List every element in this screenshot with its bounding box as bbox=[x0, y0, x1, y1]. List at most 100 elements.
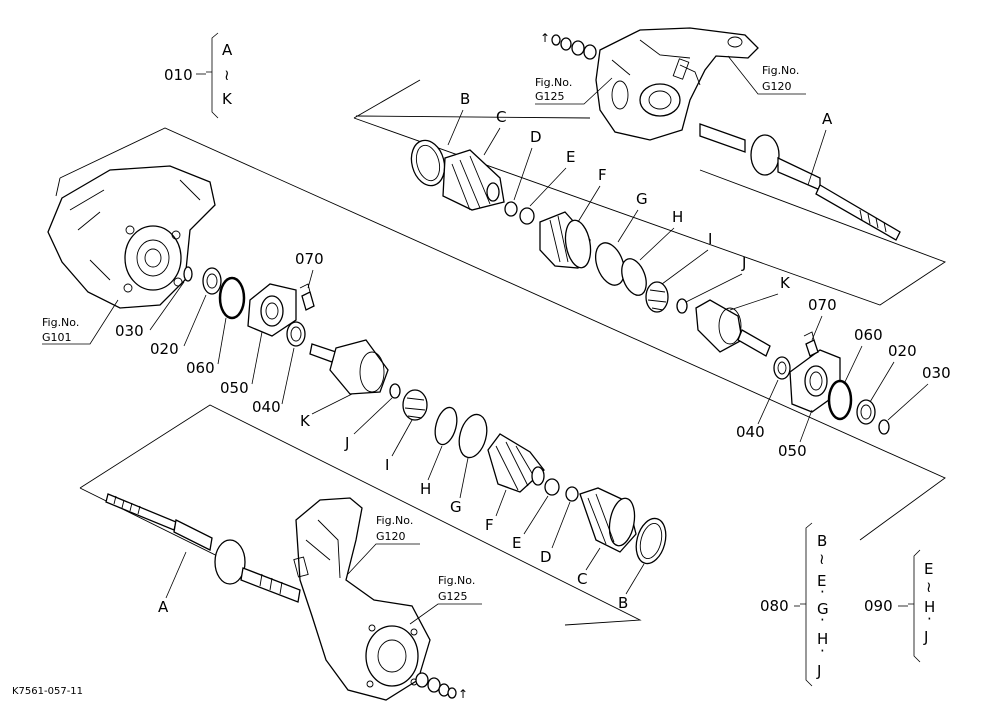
upper-part-070 bbox=[803, 331, 819, 357]
upper-part-D bbox=[504, 201, 518, 217]
upper-label-E: E bbox=[566, 148, 575, 166]
upper-part-K bbox=[695, 299, 771, 357]
group-080-item-5: · bbox=[820, 611, 825, 629]
upper-part-C bbox=[442, 149, 505, 211]
left-label-G: G bbox=[450, 498, 462, 516]
upper-part-F bbox=[539, 211, 592, 269]
upper-assembly: ↑ bbox=[353, 27, 951, 460]
upper-label-A: A bbox=[822, 110, 833, 128]
group-080-item-3: · bbox=[820, 583, 825, 601]
svg-text:↑: ↑ bbox=[458, 687, 468, 701]
left-part-020 bbox=[202, 267, 222, 295]
group-080-item-4: G bbox=[817, 600, 829, 618]
left-part-040 bbox=[286, 321, 306, 347]
left-part-H bbox=[434, 406, 458, 446]
upper-label-B: B bbox=[460, 90, 470, 108]
left-label-C: C bbox=[577, 570, 587, 588]
group-010-sep: ≀ bbox=[224, 66, 230, 84]
left-part-I bbox=[402, 389, 428, 421]
upper-label-I: I bbox=[708, 230, 712, 248]
upper-part-E bbox=[519, 207, 535, 225]
gear-case bbox=[47, 165, 216, 309]
left-label-K: K bbox=[300, 412, 311, 430]
lower-ref-g120-line2[interactable]: G120 bbox=[376, 530, 406, 543]
upper-label-C: C bbox=[496, 108, 506, 126]
left-label-060: 060 bbox=[186, 359, 215, 377]
left-label-030: 030 bbox=[115, 322, 144, 340]
upper-label-H: H bbox=[672, 208, 683, 226]
left-label-050: 050 bbox=[220, 379, 249, 397]
upper-knuckle bbox=[595, 27, 759, 141]
left-label-D: D bbox=[540, 548, 552, 566]
left-part-C bbox=[579, 487, 637, 553]
upper-label-060: 060 bbox=[854, 326, 883, 344]
group-080: 080 B ≀ E · G · H · J bbox=[760, 522, 829, 687]
upper-part-B bbox=[410, 139, 446, 187]
upper-part-G bbox=[595, 242, 625, 286]
upper-label-020: 020 bbox=[888, 342, 917, 360]
upper-ref-g120-line1[interactable]: Fig.No. bbox=[762, 64, 799, 77]
left-part-070 bbox=[299, 283, 315, 311]
group-080-item-1: ≀ bbox=[819, 550, 825, 568]
lower-knuckle bbox=[293, 497, 431, 701]
upper-part-020 bbox=[856, 399, 876, 425]
upper-part-030 bbox=[878, 419, 890, 435]
left-label-E: E bbox=[512, 534, 521, 552]
group-090-item-3: · bbox=[927, 610, 932, 628]
middle-assembly: 070 030 020 060 050 040 K J I H G F E D … bbox=[42, 127, 946, 612]
upper-label-070: 070 bbox=[808, 296, 837, 314]
upper-ref-g125-line1[interactable]: Fig.No. bbox=[535, 76, 572, 89]
group-010-code[interactable]: 010 bbox=[164, 66, 193, 84]
group-090: 090 E ≀ H · J bbox=[864, 549, 935, 663]
upper-part-060 bbox=[827, 379, 853, 421]
left-part-F bbox=[487, 433, 545, 493]
upper-label-F: F bbox=[598, 166, 607, 184]
svg-text:↑: ↑ bbox=[540, 31, 550, 45]
group-080-item-0: B bbox=[817, 532, 827, 550]
left-ref-g101-line1[interactable]: Fig.No. bbox=[42, 316, 79, 329]
lower-nut-stack: ↑ bbox=[415, 672, 468, 701]
lower-ref-g125-line2[interactable]: G125 bbox=[438, 590, 468, 603]
group-090-item-0: E bbox=[924, 560, 933, 578]
upper-label-J: J bbox=[741, 254, 746, 272]
lower-ref-g125-line1[interactable]: Fig.No. bbox=[438, 574, 475, 587]
left-ref-g101-line2[interactable]: G101 bbox=[42, 331, 72, 344]
lower-ref-g120-line1[interactable]: Fig.No. bbox=[376, 514, 413, 527]
group-080-item-7: · bbox=[820, 642, 825, 660]
group-010-to: K bbox=[222, 90, 233, 108]
left-label-070: 070 bbox=[295, 250, 324, 268]
drawing-code: K7561-057-11 bbox=[12, 686, 83, 697]
upper-label-K: K bbox=[780, 274, 791, 292]
upper-label-D: D bbox=[530, 128, 542, 146]
upper-label-G: G bbox=[636, 190, 648, 208]
group-010-from: A bbox=[222, 41, 233, 59]
left-part-K bbox=[309, 339, 389, 395]
upper-ref-g125-line2[interactable]: G125 bbox=[535, 90, 565, 103]
left-label-J: J bbox=[344, 434, 349, 452]
left-label-H: H bbox=[420, 480, 431, 498]
left-part-D bbox=[565, 486, 579, 502]
upper-shaft-A bbox=[699, 123, 901, 241]
group-080-item-6: H bbox=[817, 630, 828, 648]
upper-part-I bbox=[645, 281, 669, 313]
group-080-code[interactable]: 080 bbox=[760, 597, 789, 615]
lower-shaft-A bbox=[105, 493, 301, 603]
left-label-B: B bbox=[618, 594, 628, 612]
group-090-item-4: J bbox=[923, 628, 928, 646]
left-part-G bbox=[458, 413, 488, 459]
upper-label-050: 050 bbox=[778, 442, 807, 460]
upper-part-040 bbox=[773, 356, 791, 380]
upper-ref-g120-line2[interactable]: G120 bbox=[762, 80, 792, 93]
left-label-I: I bbox=[385, 456, 389, 474]
left-part-B bbox=[635, 517, 667, 565]
lower-label-A: A bbox=[158, 598, 169, 616]
left-label-F: F bbox=[485, 516, 494, 534]
upper-part-J bbox=[676, 298, 688, 314]
upper-label-040: 040 bbox=[736, 423, 765, 441]
group-090-code[interactable]: 090 bbox=[864, 597, 893, 615]
upper-nut-stack: ↑ bbox=[540, 31, 597, 60]
left-label-020: 020 bbox=[150, 340, 179, 358]
left-part-E bbox=[544, 478, 560, 496]
left-part-030 bbox=[183, 266, 193, 282]
